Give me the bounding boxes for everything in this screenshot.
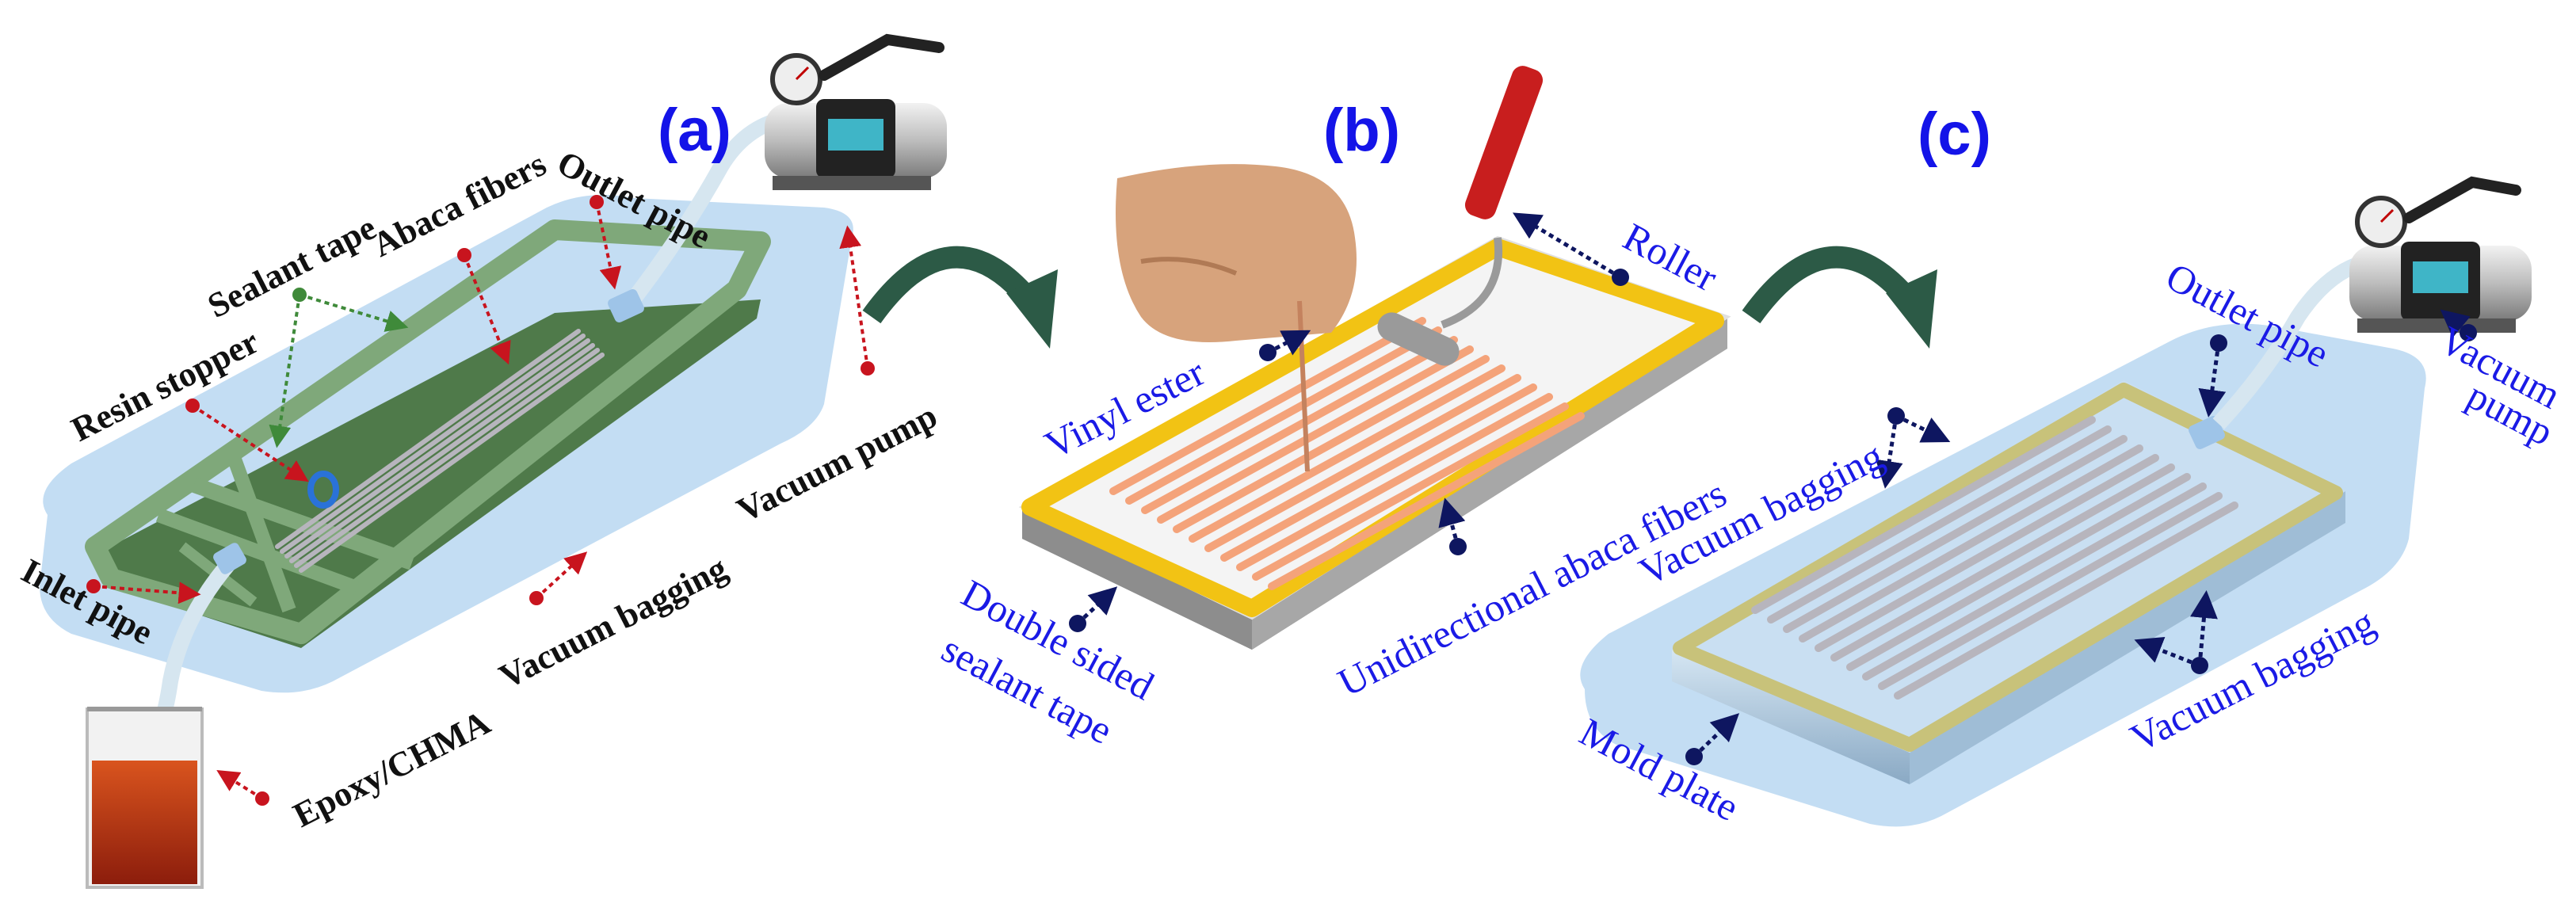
- outlet-pipe-c: [2189, 416, 2225, 449]
- vacuum-pump-c: [2349, 176, 2532, 333]
- hand: [1116, 164, 1357, 342]
- label-epoxy-chma: Epoxy/CHMA: [287, 703, 496, 835]
- resin-stopper: [307, 471, 339, 509]
- roller: [1377, 66, 1544, 366]
- arrow-a-to-b: [862, 246, 1039, 324]
- inlet-pipe-a: [213, 543, 246, 574]
- mold-plate-c-side: [1672, 650, 1910, 784]
- arrow-a-to-b-head: [1006, 269, 1058, 349]
- vinyl-ester-drip: [1297, 300, 1310, 472]
- arrow-b-to-c-head: [1886, 269, 1937, 349]
- sealant-tape-b: [1021, 238, 1724, 617]
- tube-a-outlet: [620, 111, 787, 315]
- mold-plate-c-top: [1672, 380, 2345, 753]
- frame-a-bar: [155, 508, 360, 595]
- sealant-tape-c: [1673, 383, 2343, 752]
- abaca-fibers-c: [1751, 416, 2238, 700]
- mold-plate-c-right: [1910, 491, 2345, 784]
- label-sealant-tape: Sealant tape: [201, 208, 382, 326]
- frame-a: [85, 219, 771, 644]
- panel-tag-c: (c): [1918, 101, 1991, 168]
- mold-plate-b-front: [1022, 507, 1252, 650]
- arrow-b-to-c: [1742, 246, 1918, 324]
- tube-c: [2212, 254, 2372, 429]
- outlet-pipe-a: [608, 289, 644, 322]
- abaca-fibers-a: [275, 329, 605, 573]
- frame-a-bar: [227, 454, 296, 613]
- panel-a: Sealant tape Abaca fibers Outlet pipe Re…: [15, 33, 947, 889]
- panel-c: Outlet pipe Vacuum pump Vacuum bagging V…: [1573, 101, 2568, 829]
- vacuum-pump-a: [765, 33, 947, 190]
- mold-plate-b-right: [1252, 317, 1727, 650]
- hand-finger: [1140, 257, 1238, 276]
- epoxy-beaker: [86, 707, 204, 889]
- abaca-fibers-b: [1109, 317, 1585, 590]
- frame-a-bar: [191, 477, 415, 570]
- panel-tag-b: (b): [1323, 97, 1400, 164]
- panel-tag-a: (a): [658, 97, 731, 164]
- panel-b: Roller Vinyl ester Unidirectional abaca …: [935, 66, 1733, 753]
